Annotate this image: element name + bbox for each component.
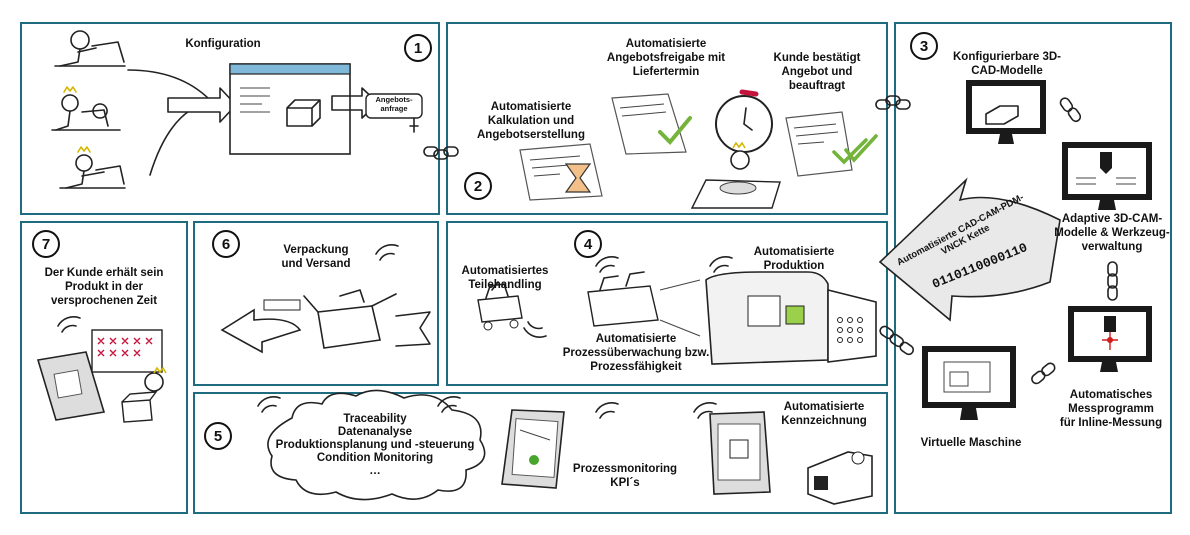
cam-tool-monitor-icon (1062, 142, 1152, 210)
chain-link-icon (1059, 97, 1082, 123)
chain-link-icon (1031, 362, 1056, 385)
approval-document-icon (611, 93, 692, 155)
chain-link-icon (423, 146, 459, 160)
handling-robot-icon (477, 281, 523, 331)
step-number-5: 5 (204, 422, 232, 450)
wifi-signal-icon (257, 396, 717, 419)
cam-models-label: Adaptive 3D-CAM- Modelle & Werkzeug- ver… (1054, 213, 1170, 253)
calculation-label: Automatisierte Kalkulation und Angebotse… (477, 101, 585, 141)
customer-receiving-icon (121, 366, 167, 423)
quote-request-button[interactable]: Angebots- anfrage (375, 95, 413, 113)
cad-cam-chain-arrow-icon (878, 177, 1061, 322)
tablet-icon (36, 351, 106, 421)
person-laptop-icon (54, 30, 126, 67)
cnc-machine-icon (705, 271, 877, 365)
data-cloud-icon (267, 389, 486, 501)
handling-label: Automatisiertes Teilehandling (461, 265, 549, 291)
cad-models-label: Konfigurierbare 3D- CAD-Modelle (953, 51, 1061, 77)
step-number-6: 6 (212, 230, 240, 258)
production-label: Automatisierte Produktion (753, 246, 835, 272)
person-with-pizza-icon (690, 141, 781, 209)
virtual-machine-monitor-icon (922, 346, 1016, 420)
cad-model-monitor-icon (966, 80, 1046, 144)
marking-label: Automatisierte Kennzeichnung (781, 401, 867, 427)
process-monitoring-box-icon (587, 271, 701, 337)
wifi-signal-icon (57, 316, 81, 333)
cloud-line: Traceability (343, 413, 407, 425)
marking-tablet-icon (709, 411, 771, 495)
cloud-line: Produktionsplanung und -steuerung (275, 439, 475, 451)
delivery-label: Der Kunde erhält sein Produkt in der ver… (44, 267, 164, 307)
step-number-2: 2 (464, 172, 492, 200)
packaging-label: Verpackung und Versand (281, 244, 351, 270)
customer-group-icon (51, 86, 121, 131)
step-number-4: 4 (574, 230, 602, 258)
kpi-label: Prozessmonitoring KPI´s (572, 463, 678, 489)
cloud-line: Condition Monitoring (316, 452, 434, 464)
virtual-machine-label: Virtuelle Maschine (920, 437, 1022, 449)
process-monitoring-label: Automatisierte Prozessüberwachung bzw. P… (562, 333, 710, 373)
cloud-line: … (369, 465, 381, 477)
release-label: Automatisierte Angebotsfreigabe mit Lief… (606, 38, 726, 78)
calendar-icon (91, 329, 163, 373)
step-number-3: 3 (910, 32, 938, 60)
step-number-7: 7 (32, 230, 60, 258)
browser-window-icon (229, 63, 379, 155)
kpi-tablet-icon (501, 409, 565, 489)
measurement-label: Automatisches Messprogramm für Inline-Me… (1059, 389, 1163, 429)
confirmed-order-icon (785, 111, 878, 177)
chain-link-icon (1107, 261, 1118, 301)
marked-part-icon (807, 451, 873, 505)
measurement-monitor-icon (1068, 306, 1152, 372)
calculation-document-icon (519, 143, 603, 201)
chain-link-icon (875, 95, 911, 110)
chain-link-icon (879, 325, 915, 356)
configuration-label: Konfiguration (185, 38, 261, 50)
cloud-text: Traceability Datenanalyse Produktionspla… (262, 413, 488, 478)
confirm-label: Kunde bestätigt Angebot und beauftragt (773, 52, 861, 92)
shipping-arrow-icon (220, 299, 302, 354)
flow-arrows-icon (127, 69, 237, 176)
stopwatch-icon (715, 89, 773, 153)
wifi-signal-icon (523, 256, 733, 338)
wifi-signal-icon (375, 244, 399, 261)
step-number-1: 1 (404, 34, 432, 62)
quote-request-button-icon (365, 93, 423, 133)
shipping-box-icon (303, 289, 431, 349)
person-crown-laptop-icon (59, 146, 126, 189)
cloud-line: Datenanalyse (337, 426, 413, 438)
